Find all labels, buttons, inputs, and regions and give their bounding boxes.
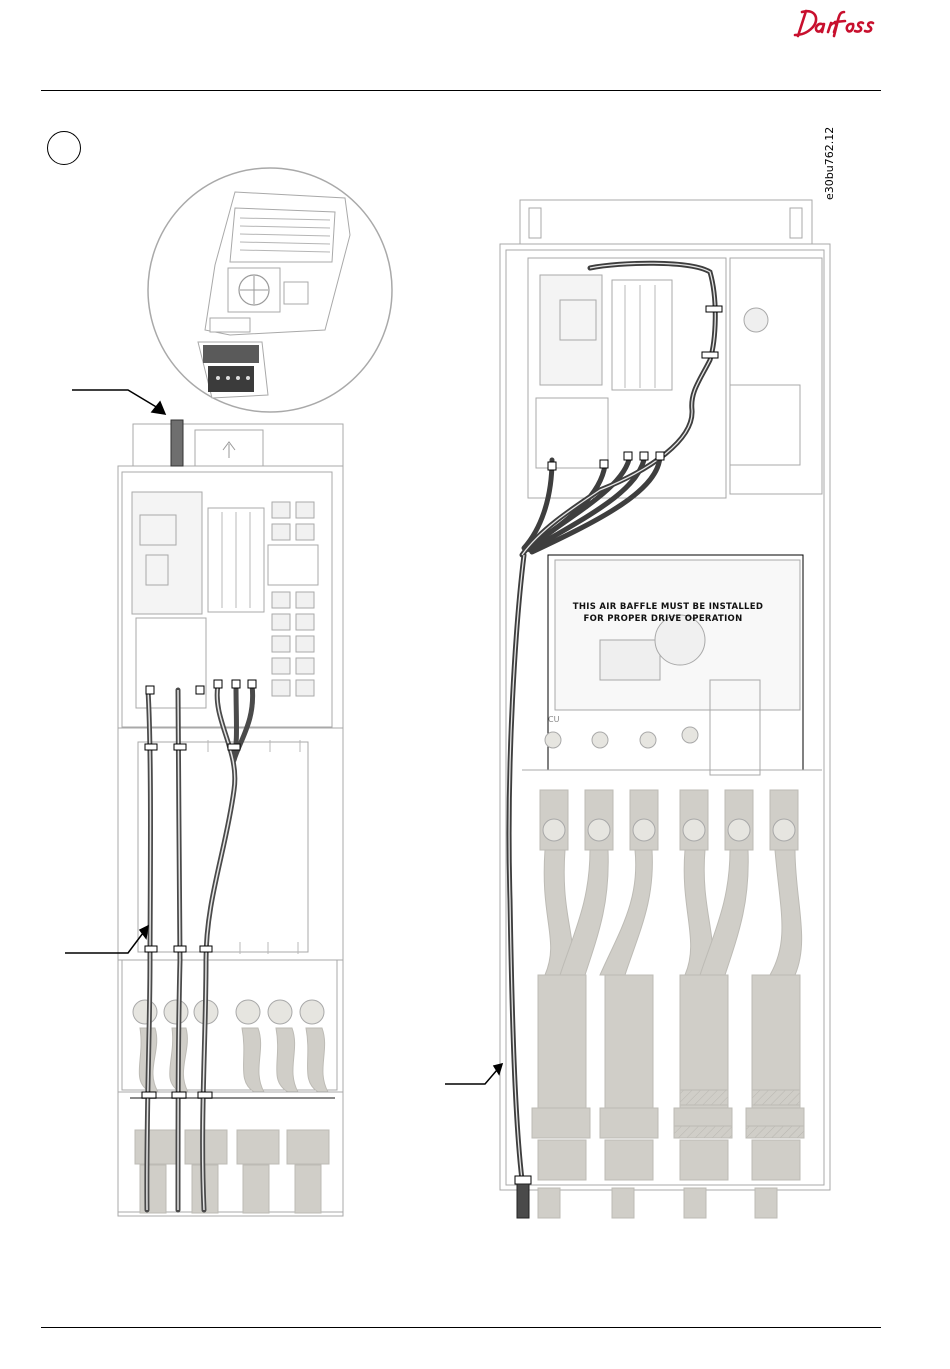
air-baffle-label-line1: THIS AIR BAFFLE MUST BE INSTALLED [573,602,763,612]
detail-magnifier [148,168,392,412]
arrow-pointer-icon [445,1064,502,1084]
arrow-pointer-icon [72,390,165,414]
ground-cable-exit-right [517,1184,529,1218]
ground-cable-entry-left [171,420,183,466]
air-baffle-label-line2: FOR PROPER DRIVE OPERATION [583,614,742,624]
cu-label: CU [548,715,560,724]
lcp-keypad-icon [203,345,259,392]
drive-right [500,200,830,1218]
